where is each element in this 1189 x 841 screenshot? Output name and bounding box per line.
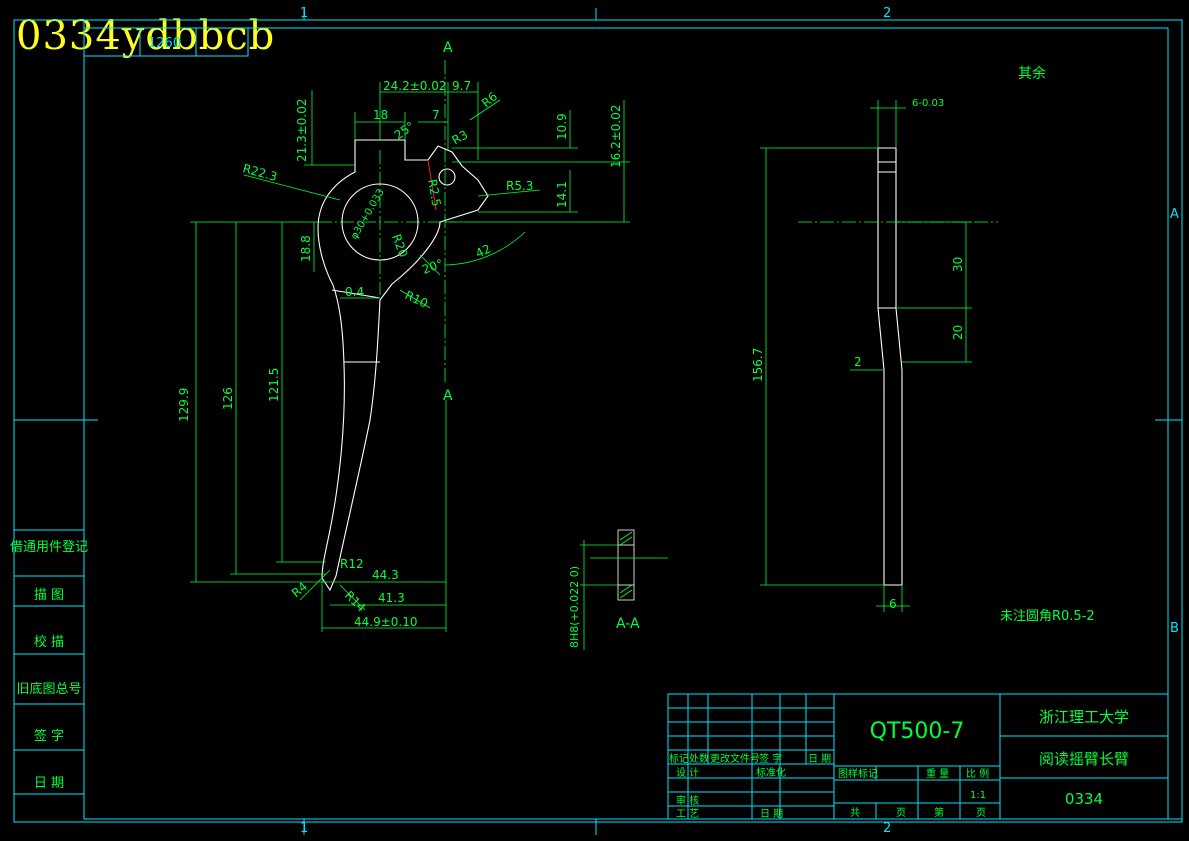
side-panel-item: 签 字: [34, 728, 64, 744]
side-panel: [13, 529, 85, 795]
zone-bottom-2: 2: [883, 821, 891, 836]
side-view-dims: [760, 100, 998, 612]
side-panel-item: 借通用件登记: [10, 540, 88, 555]
tb-total: 共: [850, 807, 860, 819]
tb-weight: 重 量: [926, 767, 949, 780]
tb-sign: 签 字: [759, 752, 782, 765]
dim-21-3: 21.3±0.02: [295, 99, 309, 163]
dim-r12: R12: [340, 557, 364, 571]
tb-mark: 标记: [669, 753, 689, 765]
watermark-stamp: 0334ydbbcb: [16, 13, 276, 59]
side-panel-item: 旧底图总号: [16, 681, 81, 697]
dim-41-3: 41.3: [378, 591, 405, 605]
school-name: 浙江理工大学: [1039, 708, 1129, 726]
dim-r22-3: R22.3: [241, 161, 278, 184]
tb-date: 日 期: [808, 753, 831, 765]
section-aa: [580, 529, 668, 650]
dim-6-top: 6-0.03: [912, 98, 944, 109]
dim-r14: R14: [342, 588, 369, 615]
dim-2: 2: [854, 355, 862, 369]
zone-top-2: 2: [883, 6, 891, 21]
zone-top-1: 1: [300, 6, 308, 21]
dim-16-2: 16.2±0.02: [609, 105, 623, 169]
tb-date2: 日 期: [760, 808, 783, 820]
tb-process: 工 艺: [676, 808, 699, 820]
dim-r3: R3: [450, 127, 471, 147]
drawing-number: 0334: [1065, 790, 1103, 808]
dim-20deg: 20°: [420, 256, 445, 276]
zone-bottom-1: 1: [300, 821, 308, 836]
title-block: [667, 693, 1169, 820]
section-mark-top: A: [443, 40, 453, 56]
tb-scale: 比 例: [966, 767, 989, 780]
dim-44-3: 44.3: [372, 568, 399, 582]
tb-page: 页: [896, 807, 906, 819]
material: QT500-7: [870, 719, 965, 744]
tb-sheet: 第: [934, 806, 944, 819]
tb-page2: 页: [976, 807, 986, 819]
dim-121-5: 121.5: [267, 368, 281, 402]
drawing-frame: [13, 8, 1183, 835]
dim-24-2: 24.2±0.02: [383, 79, 447, 93]
section-label: A-A: [616, 616, 640, 632]
roughness-remaining: 其余: [1018, 65, 1046, 82]
dim-0-4: 0.4: [345, 285, 364, 299]
dim-r4: R4: [289, 579, 310, 600]
cut-line: [427, 159, 437, 211]
side-panel-item: 校 描: [34, 634, 64, 650]
tb-scale-value: 1:1: [970, 790, 986, 801]
dim-bore: φ30+0.033: [349, 187, 387, 241]
tb-stage: 图样标记: [838, 767, 878, 780]
corner-code-box: [83, 27, 249, 57]
dim-129-9: 129.9: [177, 388, 191, 422]
corner-code: 1260: [148, 36, 181, 51]
dim-r5-3: R5.3: [506, 179, 533, 193]
dim-7: 7: [432, 108, 440, 122]
dim-r2-5: R2.5: [425, 178, 444, 207]
dim-6-bot: 6: [889, 597, 897, 611]
tb-design: 设 计: [676, 766, 699, 779]
dim-r6: R6: [479, 89, 500, 110]
part-name: 阅读摇臂长臂: [1039, 750, 1129, 768]
dim-r20: R20: [389, 232, 410, 259]
section-mark-mid: A: [443, 388, 453, 404]
tb-count: 处数: [689, 752, 709, 765]
arm-outline: [317, 139, 489, 592]
side-panel-item: 日 期: [34, 776, 64, 791]
dim-9-7: 9.7: [452, 79, 471, 93]
dim-42: 42: [473, 242, 493, 261]
dim-14-1: 14.1: [555, 181, 569, 208]
dim-156-7: 156.7: [751, 348, 765, 382]
dim-lines: [190, 82, 630, 632]
tb-change-doc: 更改文件号: [710, 752, 760, 765]
tb-review: 审 核: [676, 794, 699, 807]
dim-30: 30: [951, 257, 965, 272]
tb-standard: 标准化: [756, 766, 786, 779]
zone-right-b: B: [1170, 621, 1179, 636]
centerlines: [318, 60, 455, 385]
dim-18: 18: [373, 108, 388, 122]
side-view: [877, 147, 903, 586]
dim-10-9: 10.9: [555, 113, 569, 140]
dim-126: 126: [221, 387, 235, 410]
fillet-note: 未注圆角R0.5-2: [1000, 609, 1095, 624]
zone-right-a: A: [1170, 207, 1179, 222]
dim-44-9: 44.9±0.10: [354, 615, 418, 629]
side-panel-item: 描 图: [34, 588, 64, 603]
dim-r10: R10: [403, 288, 430, 311]
dim-fit: 8H8(+0.022 0): [568, 566, 581, 648]
dim-18-8: 18.8: [299, 235, 313, 262]
dim-20: 20: [951, 325, 965, 340]
